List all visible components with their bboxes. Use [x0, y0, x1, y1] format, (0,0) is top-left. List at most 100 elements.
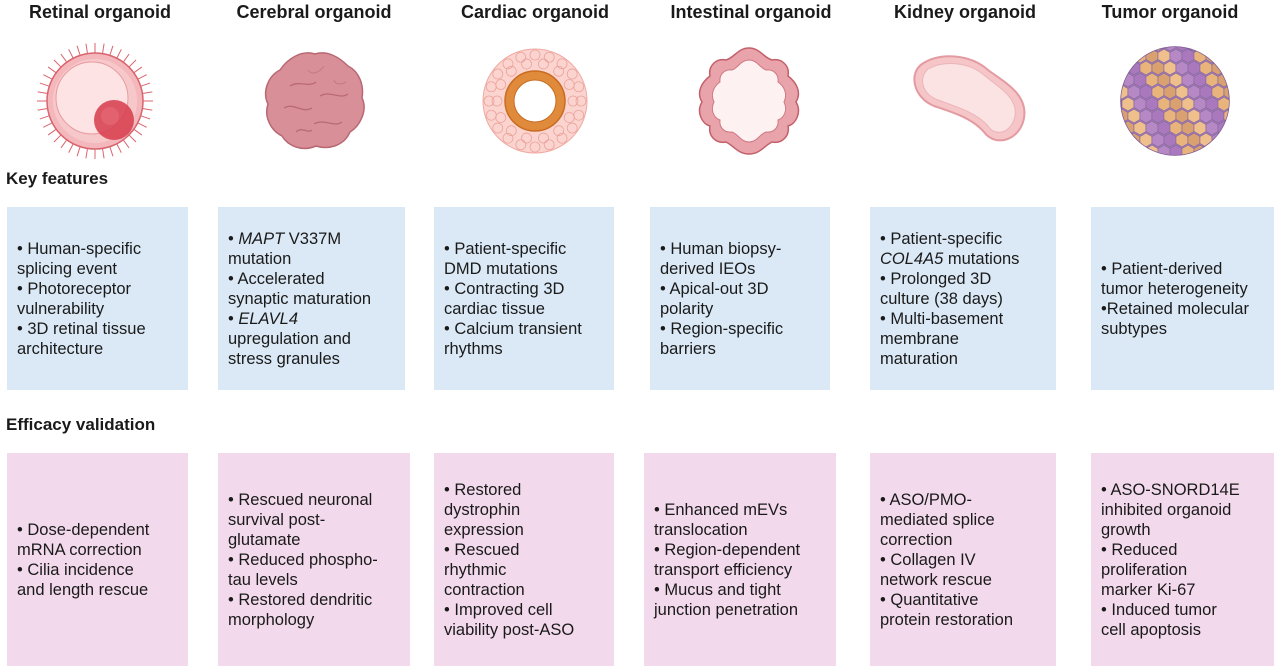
section-label-key-features: Key features	[6, 169, 109, 188]
column-title-retinal: Retinal organoid	[28, 2, 171, 22]
box-line: • Prolonged 3D	[880, 269, 1046, 289]
box-line: rhythmic	[444, 560, 507, 579]
intestinal-organoid-illustration	[698, 47, 800, 155]
box-line: • Enhanced mEVs	[654, 500, 788, 519]
box-line: transport efficiency	[654, 560, 793, 579]
box-line: • ELAVL4	[228, 309, 395, 329]
column-title-kidney: Kidney organoid	[893, 2, 1036, 22]
column-title-tumor: Tumor organoid	[1101, 2, 1239, 22]
box-line: • Multi-basement	[880, 309, 1046, 329]
box-line: • Patient-specific	[444, 239, 567, 258]
line-segment: • Prolonged 3D	[880, 269, 992, 288]
box-line: • Rescued neuronal	[228, 490, 373, 509]
box-line: tau levels	[228, 570, 298, 589]
box-line: network rescue	[880, 570, 992, 589]
box-line: maturation	[880, 349, 1046, 369]
box-line: rhythms	[444, 339, 503, 358]
box-line: correction	[880, 530, 953, 549]
box-line: • Induced tumor	[1101, 600, 1217, 619]
box-line: viability post-ASO	[444, 620, 575, 639]
column-title-intestinal: Intestinal organoid	[670, 2, 832, 22]
box-line: • Apical-out 3D	[660, 279, 769, 298]
box-line: barriers	[660, 339, 716, 358]
box-line: • Reduced	[1101, 540, 1178, 559]
box-line: • 3D retinal tissue	[17, 319, 146, 338]
box-line: • Patient-derived	[1101, 259, 1223, 278]
column-title-cardiac: Cardiac organoid	[460, 2, 610, 22]
box-line: expression	[444, 520, 524, 539]
box-line: mutation	[228, 249, 395, 269]
line-segment: • Multi-basement	[880, 309, 1004, 328]
box-line: growth	[1101, 520, 1151, 539]
box-line: splicing event	[17, 259, 117, 278]
kidney-organoid-illustration	[913, 55, 1026, 142]
box-line: • Restored dendritic	[228, 590, 373, 609]
line-segment: upregulation and	[228, 329, 351, 348]
cardiac-organoid-illustration	[482, 48, 588, 154]
box-line: proliferation	[1101, 560, 1188, 579]
box-line: polarity	[660, 299, 714, 318]
box-line: vulnerability	[17, 299, 105, 318]
box-line: • Improved cell	[444, 600, 553, 619]
line-segment: •	[228, 309, 239, 328]
box-line: • Region-dependent	[654, 540, 801, 559]
box-line: tumor heterogeneity	[1101, 279, 1248, 298]
box-line: • Quantitative	[880, 590, 979, 609]
box-line: and length rescue	[17, 580, 149, 599]
box-line: • Region-specific	[660, 319, 784, 338]
box-line: • Mucus and tight	[654, 580, 781, 599]
box-line: synaptic maturation	[228, 289, 395, 309]
box-line: junction penetration	[654, 600, 799, 619]
cerebral-organoid-illustration	[264, 52, 365, 150]
line-segment: synaptic maturation	[228, 289, 372, 308]
gene-name: COL4A5	[880, 249, 944, 268]
box-line: marker Ki-67	[1101, 580, 1196, 599]
box-line: cell apoptosis	[1101, 620, 1201, 639]
box-line: upregulation and	[228, 329, 395, 349]
box-line: COL4A5 mutations	[880, 249, 1046, 269]
box-line: • Photoreceptor	[17, 279, 132, 298]
line-segment: •	[228, 229, 239, 248]
column-title-cerebral: Cerebral organoid	[236, 2, 392, 22]
box-line: glutamate	[228, 530, 301, 549]
box-line: •Retained molecular	[1101, 299, 1249, 318]
features-box-intestinal: • Human biopsy-derived IEOs• Apical-out …	[650, 207, 830, 390]
line-segment: • Accelerated	[228, 269, 325, 288]
box-line: survival post-	[228, 510, 326, 529]
box-line: • Collagen IV	[880, 550, 976, 569]
box-line: • ASO-SNORD14E	[1101, 480, 1240, 499]
box-line: • Contracting 3D	[444, 279, 565, 298]
line-segment: mutations	[943, 249, 1020, 268]
line-segment: membrane	[880, 329, 959, 348]
box-line: • MAPT V337M	[228, 229, 395, 249]
box-line: • Patient-specific	[880, 229, 1046, 249]
box-line: • Accelerated	[228, 269, 395, 289]
box-line: mediated splice	[880, 510, 995, 529]
box-line: morphology	[228, 610, 315, 629]
gene-name: ELAVL4	[238, 309, 299, 328]
box-line: • ASO/PMO-	[880, 490, 972, 509]
box-line: cardiac tissue	[444, 299, 545, 318]
box-line: culture (38 days)	[880, 289, 1046, 309]
line-segment: mutation	[228, 249, 292, 268]
gene-name: MAPT	[238, 229, 285, 248]
box-line: subtypes	[1101, 319, 1168, 338]
box-line: membrane	[880, 329, 1046, 349]
box-line: • Restored	[444, 480, 522, 499]
box-line: • Human biopsy-	[660, 239, 782, 258]
box-line: stress granules	[228, 349, 395, 369]
line-segment: maturation	[880, 349, 958, 368]
box-line: • Cilia incidence	[17, 560, 134, 579]
box-line: DMD mutations	[444, 259, 558, 278]
line-segment: stress granules	[228, 349, 340, 368]
box-line: mRNA correction	[17, 540, 142, 559]
box-line: dystrophin	[444, 500, 521, 519]
box-line: • Human-specific	[17, 239, 142, 258]
